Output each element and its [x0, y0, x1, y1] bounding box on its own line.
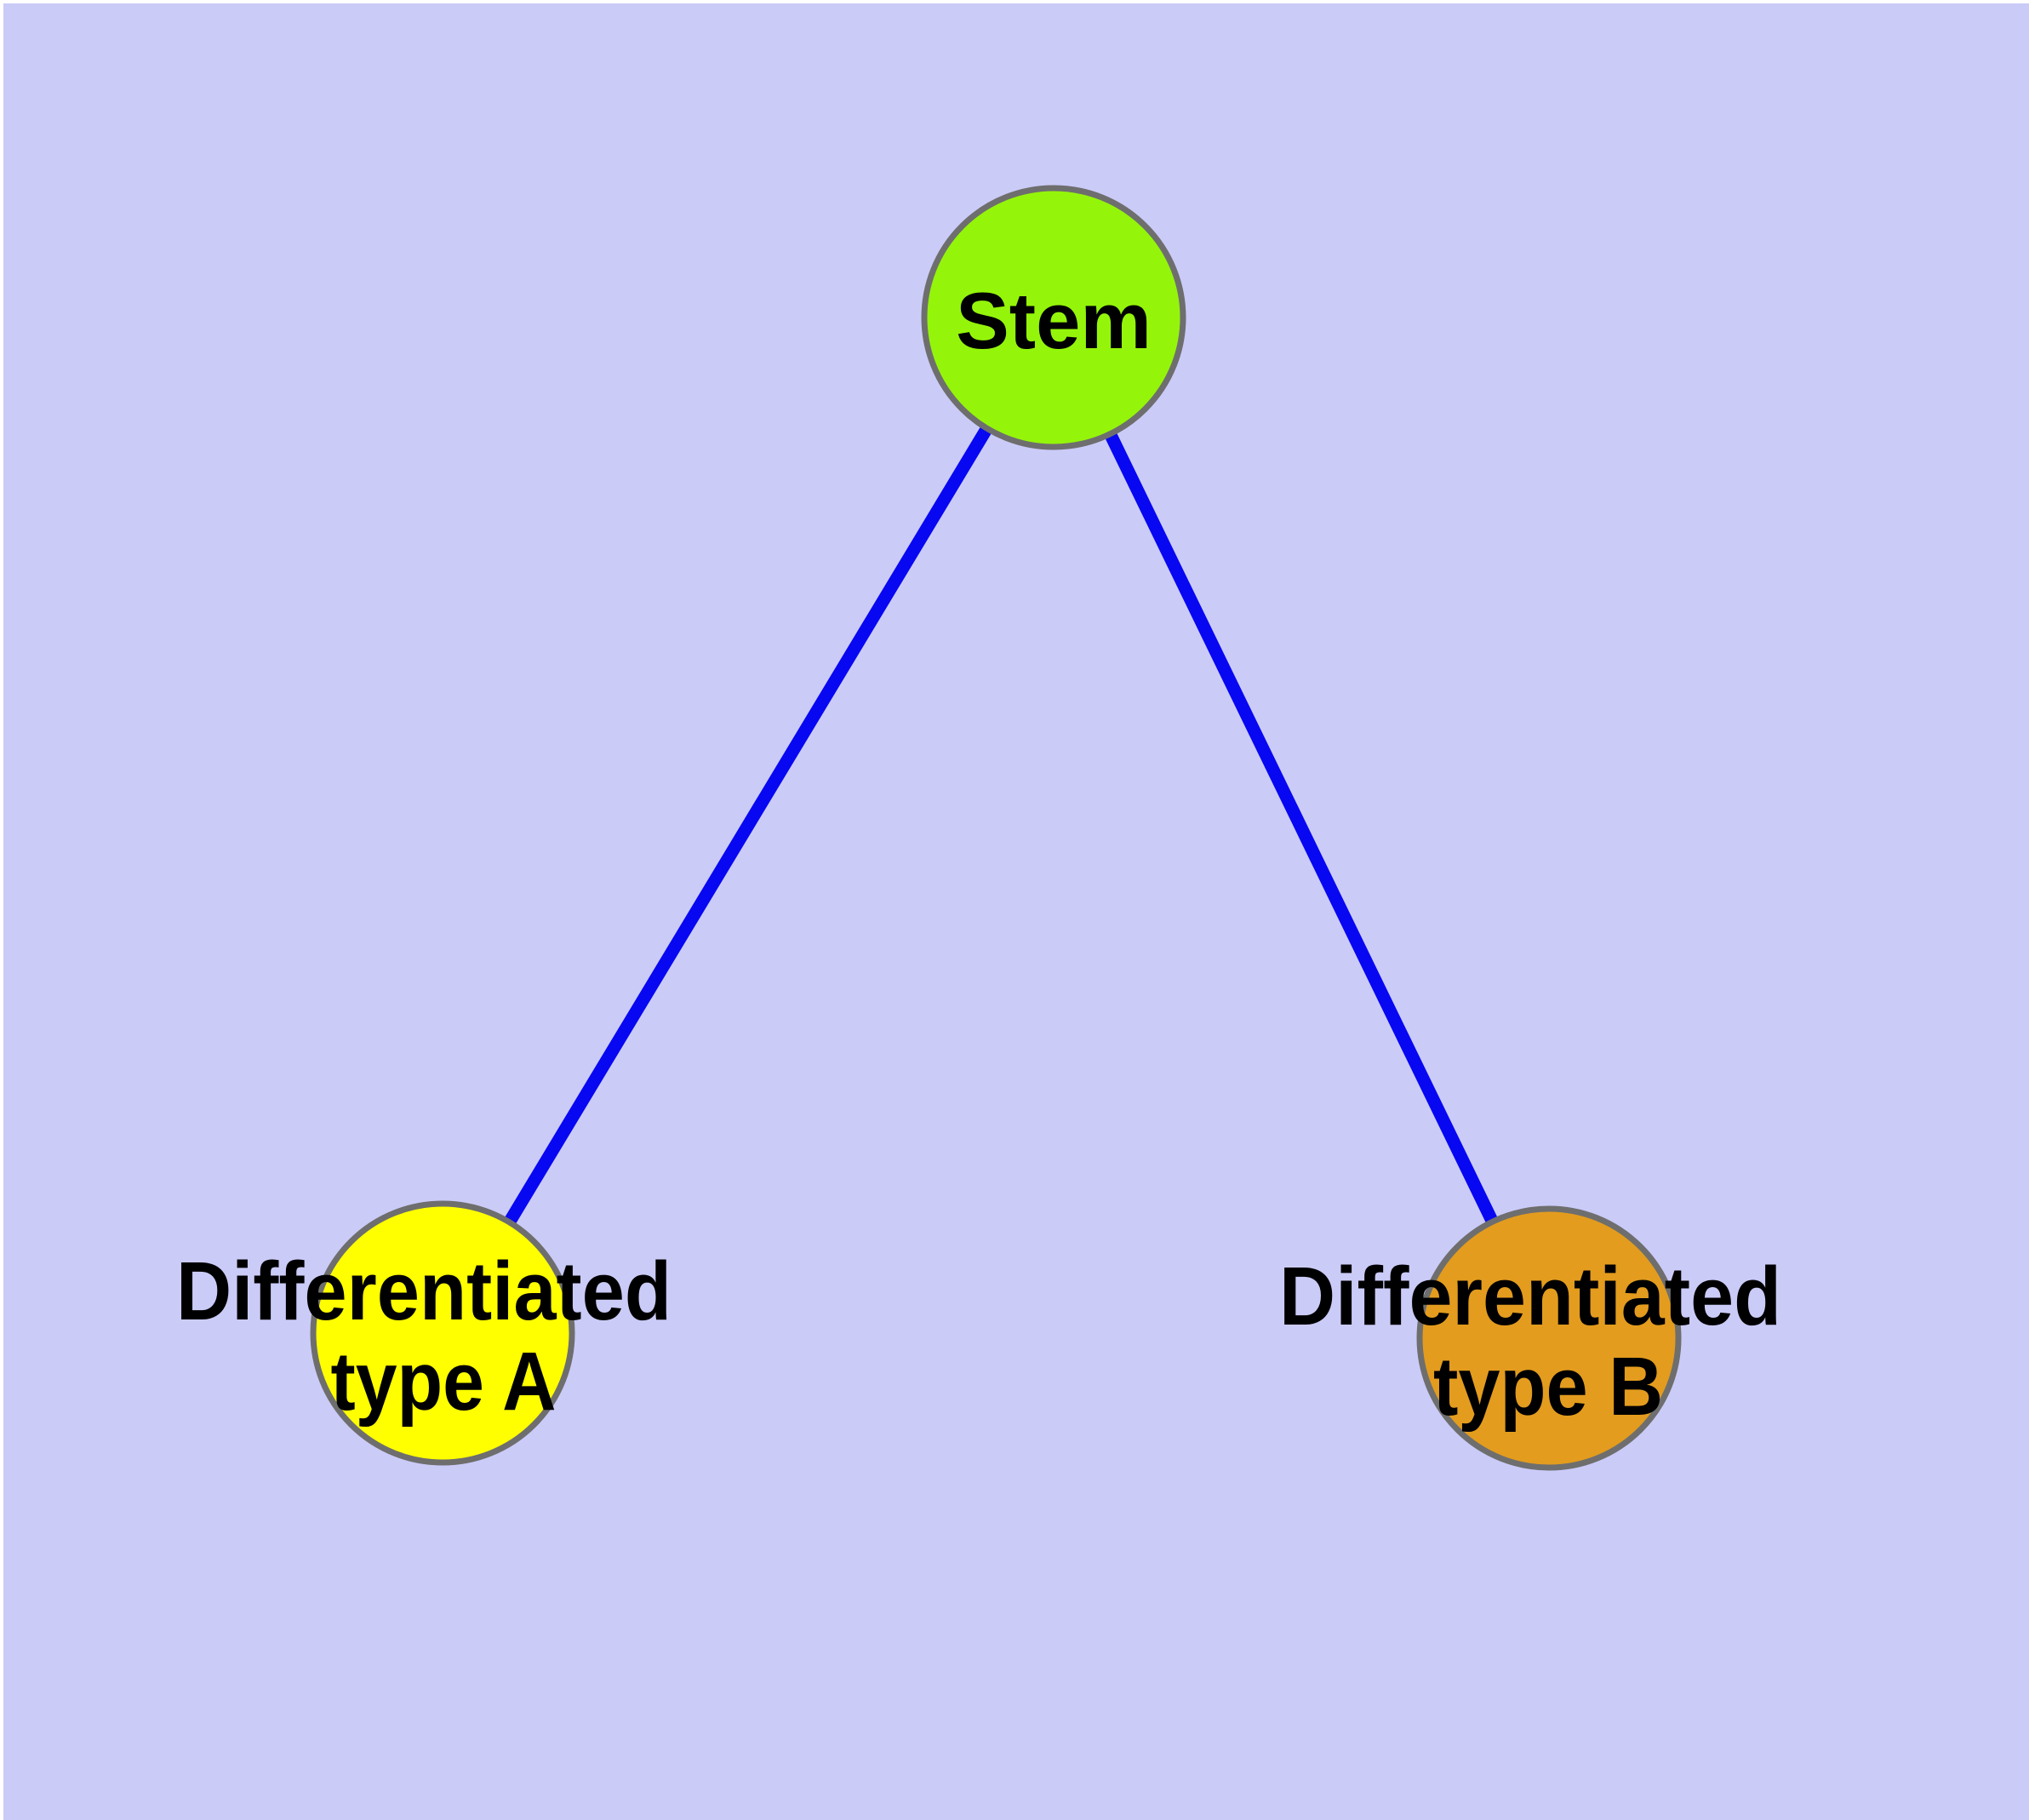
- node-type-b-label-line1: Differentiated: [1279, 1250, 1781, 1342]
- edge-stem-to-type-a: [437, 314, 1060, 1336]
- edge-stem-to-type-b: [1048, 314, 1555, 1342]
- node-type-a-label-line2: type A: [331, 1335, 557, 1428]
- frame-left-edge: [0, 0, 3, 1820]
- node-type-b-circle: [1416, 1205, 1682, 1471]
- node-type-b-label-line2: type B: [1433, 1340, 1663, 1433]
- frame-top-edge: [0, 0, 2029, 3]
- node-stem-label: Stem: [956, 276, 1152, 365]
- node-stem-circle: [921, 185, 1186, 450]
- node-type-a-circle: [310, 1200, 575, 1466]
- node-type-a-label-line1: Differentiated: [176, 1245, 672, 1337]
